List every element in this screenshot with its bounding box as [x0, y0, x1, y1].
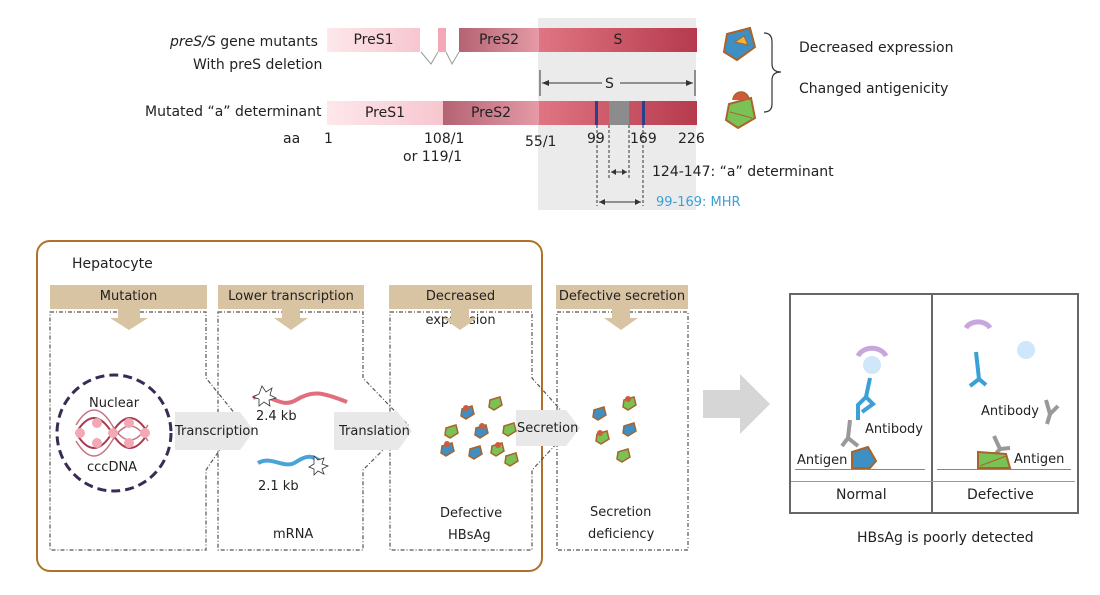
row2-mark-99 [595, 101, 598, 125]
stage-header-mutation: Mutation [50, 285, 207, 309]
normal-antibody-complex [840, 345, 889, 469]
row1-pres2-label: PreS2 [478, 32, 520, 48]
decreased-expression-label: Decreased expression [799, 40, 954, 56]
row1-s-label: S [613, 32, 623, 48]
transcription-label: Transcription [175, 424, 259, 439]
defective-antigen-label: Antigen [1014, 452, 1065, 467]
kb21-label: 2.1 kb [258, 479, 299, 494]
row2-gene-bar: PreS1 PreS2 [327, 101, 697, 125]
row2-pres2-seg [443, 101, 539, 125]
s-bracket-label: S [605, 76, 614, 92]
cccdna-label: cccDNA [87, 460, 138, 475]
nuclear-label: Nuclear [89, 396, 140, 411]
hepatocyte-title: Hepatocyte [72, 256, 153, 272]
normal-antigen-label: Antigen [797, 453, 848, 468]
normal-baseline [795, 469, 925, 470]
aa-226: 226 [678, 131, 705, 147]
row1-pres1-label: PreS1 [353, 32, 394, 48]
aa-108: 108/1 [424, 131, 465, 147]
row1-small-seg [438, 28, 446, 52]
row1-pres2-seg [459, 28, 539, 52]
row1-s-seg [539, 28, 697, 52]
changed-antigenicity-label: Changed antigenicity [799, 81, 949, 97]
row1-label-rest: gene mutants [215, 34, 318, 50]
row1-label: preS/S gene mutants [170, 34, 318, 50]
defective-antibody-label: Antibody [981, 404, 1039, 419]
row2-pres1-label: PreS1 [364, 105, 406, 121]
secretion-label: Secretion [517, 421, 579, 436]
defective-antibody-complex [963, 319, 1060, 469]
normal-antibody-label: Antibody [865, 422, 923, 437]
detection-box [789, 293, 1079, 514]
stage-header-transcription: Lower transcription [218, 285, 364, 309]
row1-label-italic: preS/S [170, 34, 216, 50]
aa-prefix: aa [283, 131, 301, 147]
aa-169: 169 [630, 131, 657, 147]
row2-pres1-seg [327, 101, 443, 125]
row2-a-determinant-seg [609, 101, 629, 125]
mhr-label: 99-169: MHR [656, 195, 741, 210]
antigen-icon-decreased [722, 26, 757, 62]
defective-baseline [937, 469, 1071, 470]
caption: HBsAg is poorly detected [857, 530, 1034, 546]
big-arrow [703, 374, 770, 434]
row2-pres2-label: PreS2 [470, 105, 512, 121]
stage-header-expression: Decreased expression [389, 285, 532, 328]
detection-divider [931, 293, 933, 512]
defective-label: Defective [967, 487, 1034, 503]
row1-pres1-seg [327, 28, 420, 52]
row1-gene-bar: PreS1 PreS2 S [327, 28, 697, 52]
aa-99: 99 [587, 131, 605, 147]
secretion-deficiency-2: deficiency [588, 527, 655, 542]
aa-55: 55/1 [525, 134, 557, 150]
aa-1: 1 [324, 131, 333, 147]
secretion-deficiency-1: Secretion [590, 505, 652, 520]
antigen-icon-changed [724, 91, 757, 130]
row1-label2: With preS deletion [193, 57, 323, 73]
kb24-label: 2.4 kb [256, 409, 297, 424]
defective-label-1: Defective [440, 506, 503, 521]
normal-label: Normal [836, 487, 887, 503]
a-determinant-label: 124-147: “a” determinant [652, 164, 834, 180]
row2-label: Mutated “a” determinant [145, 104, 322, 120]
caption-divider [791, 481, 1075, 482]
aa-119: or 119/1 [403, 149, 463, 165]
row2-mark-169 [642, 101, 645, 125]
translation-label: Translation [339, 424, 410, 439]
mrna-label: mRNA [273, 527, 314, 542]
stage-header-secretion: Defective secretion [556, 285, 688, 309]
defective-label-2: HBsAg [448, 528, 491, 543]
hepatocyte-box [36, 240, 543, 572]
